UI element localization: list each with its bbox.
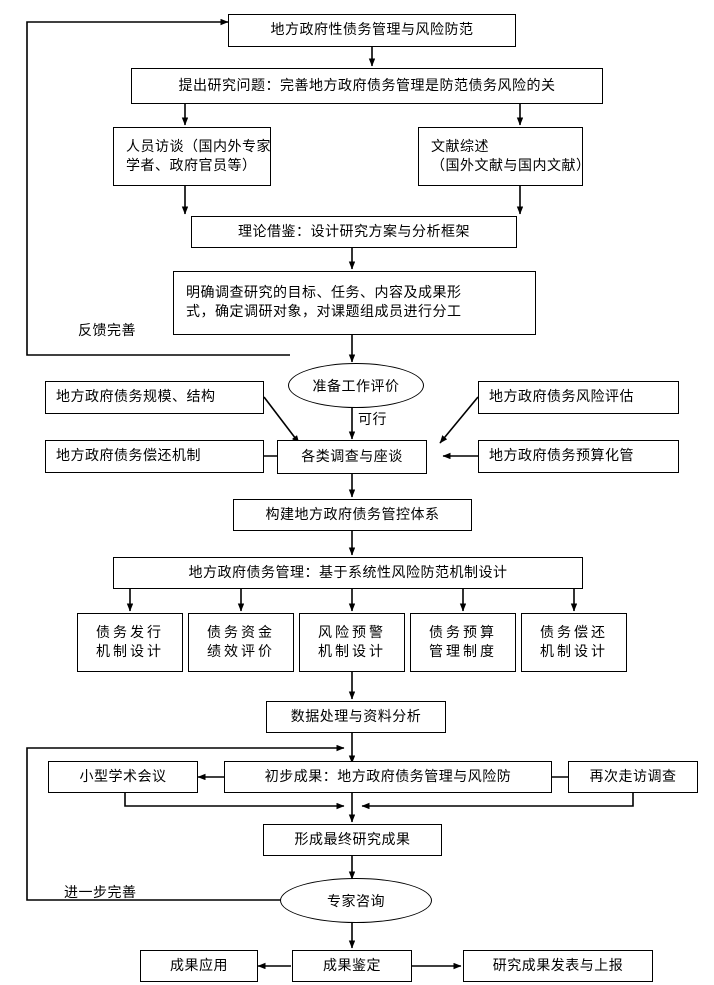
node-interview[interactable]: 人员访谈（国内外专家 学者、政府官员等） bbox=[113, 127, 271, 186]
node-literature-review[interactable]: 文献综述 （国外文献与国内文献） bbox=[418, 127, 590, 186]
node-sub-risk-warning-line2: 机制设计 bbox=[318, 643, 386, 660]
label-feasible: 可行 bbox=[358, 409, 387, 429]
node-data-analysis-label: 数据处理与资料分析 bbox=[290, 708, 422, 725]
node-title-label: 地方政府性债务管理与风险防范 bbox=[270, 22, 474, 39]
node-final-result[interactable]: 形成最终研究成果 bbox=[263, 824, 442, 856]
node-sub-repayment-design-line2: 机制设计 bbox=[540, 643, 608, 660]
node-debt-risk-assessment[interactable]: 地方政府债务风险评估 bbox=[478, 381, 679, 414]
node-debt-budget-management-label: 地方政府债务预算化管 bbox=[489, 448, 634, 465]
node-clarify-line1: 明确调查研究的目标、任务、内容及成果形 bbox=[186, 285, 462, 302]
node-research-question[interactable]: 提出研究问题：完善地方政府债务管理是防范债务风险的关 bbox=[131, 68, 603, 104]
node-research-question-label: 提出研究问题：完善地方政府债务管理是防范债务风险的关 bbox=[178, 77, 556, 94]
node-surveys-label: 各类调查与座谈 bbox=[301, 448, 403, 465]
node-literature-line1: 文献综述 bbox=[431, 138, 489, 155]
node-clarify-line2: 式，确定调研对象，对课题组成员进行分工 bbox=[186, 304, 462, 320]
node-result-application[interactable]: 成果应用 bbox=[140, 950, 258, 982]
node-sub-fund-performance-line1: 债务资金 bbox=[207, 624, 275, 641]
node-sub-debt-issuance[interactable]: 债务发行 机制设计 bbox=[77, 613, 183, 672]
node-debt-management-design[interactable]: 地方政府债务管理：基于系统性风险防范机制设计 bbox=[113, 557, 583, 589]
node-build-control-system-label: 构建地方政府债务管控体系 bbox=[265, 506, 440, 523]
node-debt-management-design-label: 地方政府债务管理：基于系统性风险防范机制设计 bbox=[188, 564, 508, 581]
node-sub-risk-warning[interactable]: 风险预警 机制设计 bbox=[299, 613, 405, 672]
node-preparation-evaluation-label: 准备工作评价 bbox=[312, 378, 400, 395]
node-sub-repayment-design[interactable]: 债务偿还 机制设计 bbox=[521, 613, 627, 672]
node-sub-debt-issuance-line2: 机制设计 bbox=[96, 643, 164, 660]
node-sub-fund-performance-line2: 绩效评价 bbox=[207, 643, 275, 660]
node-small-academic-conference-label: 小型学术会议 bbox=[79, 768, 167, 785]
label-further-improve: 进一步完善 bbox=[64, 882, 137, 902]
node-sub-repayment-design-line1: 债务偿还 bbox=[540, 624, 608, 641]
node-sub-risk-warning-line1: 风险预警 bbox=[318, 624, 386, 641]
label-further-improve-text: 进一步完善 bbox=[64, 885, 137, 901]
node-result-application-label: 成果应用 bbox=[170, 957, 228, 974]
node-sub-budget-system-line1: 债务预算 bbox=[429, 624, 497, 641]
node-debt-scale-structure-label: 地方政府债务规模、结构 bbox=[56, 389, 216, 406]
node-publish-and-report-label: 研究成果发表与上报 bbox=[492, 957, 624, 974]
node-preliminary-result-label: 初步成果：地方政府债务管理与风险防 bbox=[264, 768, 512, 785]
node-build-control-system[interactable]: 构建地方政府债务管控体系 bbox=[233, 499, 472, 531]
node-final-result-label: 形成最终研究成果 bbox=[294, 831, 411, 848]
node-surveys-and-symposiums[interactable]: 各类调查与座谈 bbox=[277, 440, 427, 474]
node-preliminary-result[interactable]: 初步成果：地方政府债务管理与风险防 bbox=[224, 761, 552, 793]
node-title[interactable]: 地方政府性债务管理与风险防范 bbox=[228, 14, 516, 47]
label-feedback-improve-text: 反馈完善 bbox=[78, 323, 136, 339]
node-theory-label: 理论借鉴：设计研究方案与分析框架 bbox=[238, 223, 470, 240]
label-feedback-improve: 反馈完善 bbox=[78, 320, 136, 340]
node-literature-line2: （国外文献与国内文献） bbox=[431, 157, 591, 174]
node-sub-budget-system-line2: 管理制度 bbox=[429, 643, 497, 660]
node-data-analysis[interactable]: 数据处理与资料分析 bbox=[266, 701, 446, 733]
node-publish-and-report[interactable]: 研究成果发表与上报 bbox=[463, 950, 653, 982]
node-revisit-survey-label: 再次走访调查 bbox=[589, 768, 677, 785]
node-debt-repayment-mechanism-label: 地方政府债务偿还机制 bbox=[56, 448, 201, 465]
node-result-appraisal[interactable]: 成果鉴定 bbox=[292, 950, 412, 982]
node-debt-budget-management[interactable]: 地方政府债务预算化管 bbox=[478, 440, 679, 473]
node-sub-debt-issuance-line1: 债务发行 bbox=[96, 624, 164, 641]
node-result-appraisal-label: 成果鉴定 bbox=[323, 957, 381, 974]
label-feasible-text: 可行 bbox=[358, 412, 387, 428]
node-theory-reference[interactable]: 理论借鉴：设计研究方案与分析框架 bbox=[191, 216, 517, 248]
node-interview-line2: 学者、政府官员等） bbox=[126, 157, 257, 174]
node-expert-consultation-label: 专家咨询 bbox=[327, 893, 385, 910]
node-revisit-survey[interactable]: 再次走访调查 bbox=[568, 761, 698, 793]
node-debt-repayment-mechanism[interactable]: 地方政府债务偿还机制 bbox=[45, 440, 264, 473]
node-expert-consultation[interactable]: 专家咨询 bbox=[280, 878, 432, 923]
node-sub-budget-system[interactable]: 债务预算 管理制度 bbox=[410, 613, 516, 672]
node-small-academic-conference[interactable]: 小型学术会议 bbox=[48, 761, 198, 793]
node-interview-line1: 人员访谈（国内外专家 bbox=[126, 138, 271, 155]
node-sub-fund-performance[interactable]: 债务资金 绩效评价 bbox=[188, 613, 294, 672]
node-clarify-objectives[interactable]: 明确调查研究的目标、任务、内容及成果形 式，确定调研对象，对课题组成员进行分工 bbox=[173, 271, 536, 335]
node-debt-risk-assessment-label: 地方政府债务风险评估 bbox=[489, 389, 634, 406]
node-debt-scale-structure[interactable]: 地方政府债务规模、结构 bbox=[45, 381, 264, 414]
node-preparation-evaluation[interactable]: 准备工作评价 bbox=[288, 363, 424, 408]
